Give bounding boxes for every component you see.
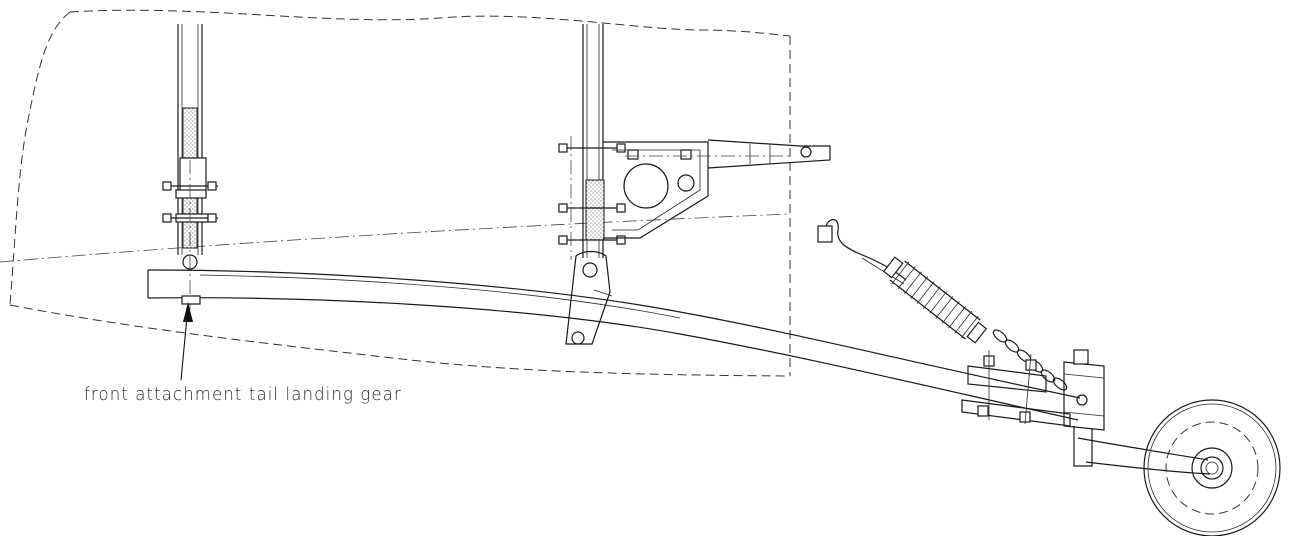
front-vertical-tube <box>162 24 218 310</box>
callout-arrow <box>180 302 193 381</box>
gusset-bracket <box>603 139 831 239</box>
tail-wheel-fork <box>1063 349 1211 475</box>
tail-wheel <box>1143 399 1281 536</box>
swing-link <box>565 250 613 345</box>
rear-vertical-tube <box>558 24 626 260</box>
leaf-spring <box>147 269 1081 421</box>
coil-spring <box>882 256 988 344</box>
cable-assembly <box>817 219 907 285</box>
fuselage-outline <box>0 9 791 377</box>
annotation-label: front attachment tail landing gear <box>84 384 402 405</box>
